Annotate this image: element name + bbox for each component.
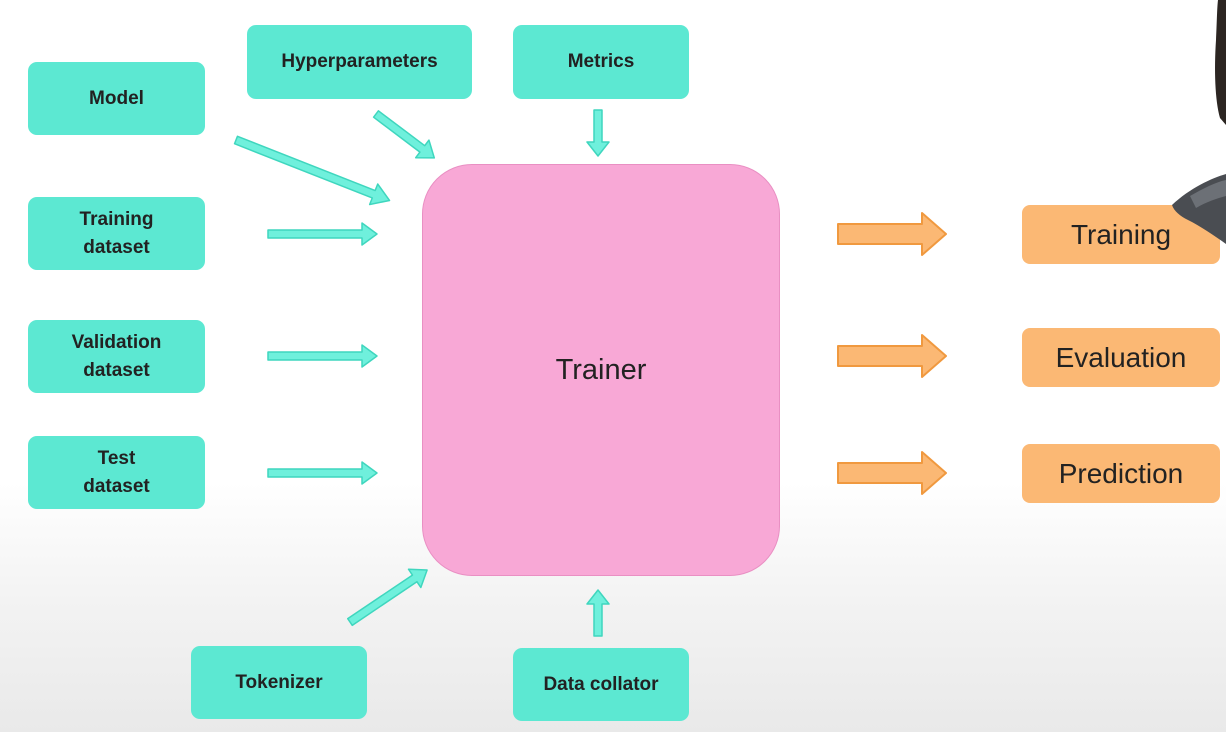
hyperparameters-label: Hyperparameters: [281, 48, 437, 76]
data-collator-box: Data collator: [513, 648, 689, 721]
test-dataset-box: Test dataset: [28, 436, 205, 509]
arrow-trainer-to-prediction: [838, 452, 946, 494]
arrow-metrics-to-trainer: [587, 110, 609, 156]
arrow-data-collator-to-trainer: [587, 590, 609, 636]
arrow-training-dataset-to-trainer: [268, 223, 377, 245]
metrics-label: Metrics: [568, 48, 635, 76]
training-dataset-label-line1: Training: [80, 206, 154, 234]
presenter-image: [1160, 0, 1226, 250]
tokenizer-label: Tokenizer: [235, 669, 322, 697]
data-collator-label: Data collator: [543, 671, 658, 699]
model-label: Model: [89, 85, 144, 113]
training-output-label: Training: [1071, 219, 1171, 251]
arrow-model-to-trainer: [232, 130, 394, 211]
arrow-hyperparameters-to-trainer: [369, 105, 441, 167]
validation-dataset-label-line1: Validation: [72, 329, 162, 357]
arrow-test-dataset-to-trainer: [268, 462, 377, 484]
arrow-tokenizer-to-trainer: [344, 561, 433, 631]
arrow-validation-dataset-to-trainer: [268, 345, 377, 367]
metrics-box: Metrics: [513, 25, 689, 99]
evaluation-output-box: Evaluation: [1022, 328, 1220, 387]
training-dataset-label-line2: dataset: [83, 234, 150, 262]
tokenizer-box: Tokenizer: [191, 646, 367, 719]
prediction-output-box: Prediction: [1022, 444, 1220, 503]
arrow-trainer-to-evaluation: [838, 335, 946, 377]
training-dataset-box: Training dataset: [28, 197, 205, 270]
validation-dataset-box: Validation dataset: [28, 320, 205, 393]
model-box: Model: [28, 62, 205, 135]
validation-dataset-label-line2: dataset: [83, 357, 150, 385]
prediction-output-label: Prediction: [1059, 458, 1184, 490]
trainer-box: Trainer: [422, 164, 780, 576]
hyperparameters-box: Hyperparameters: [247, 25, 472, 99]
test-dataset-label-line1: Test: [98, 445, 136, 473]
test-dataset-label-line2: dataset: [83, 473, 150, 501]
trainer-label: Trainer: [556, 354, 647, 387]
evaluation-output-label: Evaluation: [1056, 342, 1187, 374]
arrow-trainer-to-training: [838, 213, 946, 255]
